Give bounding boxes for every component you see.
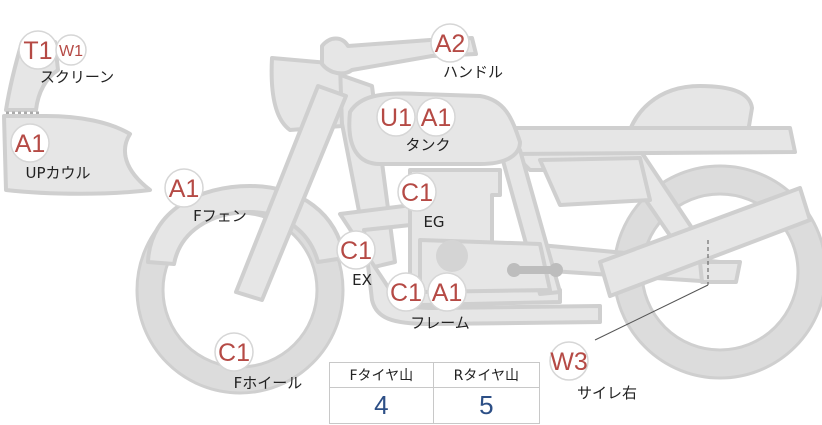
code-badge-exhaust-c1: C1 [336, 230, 376, 270]
screen-label: スクリーン [40, 68, 114, 86]
svg-text:A2: A2 [435, 30, 466, 58]
muffler-tail-shape [698, 260, 742, 284]
code-badge-screen-t1: T1 [18, 30, 58, 70]
svg-text:U1: U1 [380, 104, 412, 132]
handle-label: ハンドル [443, 63, 503, 81]
front-tread-value: 4 [329, 387, 434, 424]
engine-label: EG [423, 213, 444, 231]
svg-text:C1: C1 [218, 339, 250, 367]
code-badge-frame-a1: A1 [427, 272, 467, 312]
svg-text:A1: A1 [421, 104, 452, 132]
tire-tread-table: Fタイヤ山 Rタイヤ山 4 5 [329, 362, 541, 424]
svg-text:C1: C1 [390, 279, 422, 307]
side-cover-shape [538, 156, 652, 207]
code-badge-tank-a1: A1 [416, 97, 456, 137]
svg-text:A1: A1 [169, 175, 200, 203]
svg-text:W3: W3 [550, 348, 588, 376]
code-badge-screen-w1: W1 [55, 34, 87, 66]
muffler-shape [598, 186, 812, 298]
front-tread-header: Fタイヤ山 [329, 362, 434, 388]
svg-text:A1: A1 [432, 279, 463, 307]
tank-label: タンク [405, 136, 450, 154]
engine-cover-circle [436, 240, 468, 272]
svg-text:C1: C1 [401, 179, 433, 207]
up-cowl-label: UPカウル [25, 164, 90, 182]
muffler-leader-line [594, 284, 709, 341]
front-wheel-label: Fホイール [234, 374, 303, 392]
seat-base-shape [508, 126, 797, 156]
rear-tread-header: Rタイヤ山 [432, 362, 541, 388]
svg-text:W1: W1 [59, 43, 83, 60]
code-badge-front-fender-a1: A1 [164, 168, 204, 208]
code-badge-engine-c1: C1 [397, 172, 437, 212]
frame-label: フレーム [410, 314, 470, 332]
code-badge-tank-u1: U1 [376, 97, 416, 137]
svg-text:A1: A1 [15, 130, 46, 158]
rear-tread-value: 5 [432, 387, 541, 424]
front-fender-label: Fフェン [193, 207, 247, 225]
exhaust-label: EX [352, 271, 372, 289]
svg-text:C1: C1 [340, 237, 372, 265]
code-badge-front-wheel-c1: C1 [214, 332, 254, 372]
code-badge-frame-c1: C1 [386, 272, 426, 312]
code-badge-muffler-w3: W3 [549, 341, 589, 381]
code-badge-up-cowl-a1: A1 [10, 123, 50, 163]
svg-text:T1: T1 [23, 37, 52, 65]
code-badge-handle-a2: A2 [430, 23, 470, 63]
muffler-right-label: サイレ右 [577, 384, 637, 402]
front-fork-shape [234, 84, 348, 302]
